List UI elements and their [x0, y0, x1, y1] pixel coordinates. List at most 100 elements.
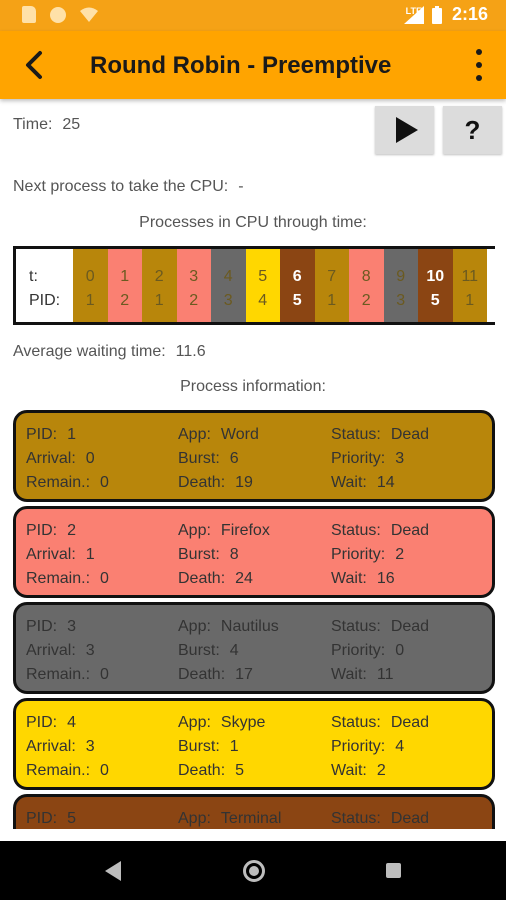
- timeline-cell-pid: 1: [327, 292, 337, 309]
- process-pid-value: 4: [67, 714, 77, 731]
- process-status-value: Dead: [390, 618, 430, 635]
- process-burst-value: 6: [229, 450, 239, 467]
- wifi-icon: [80, 7, 98, 22]
- process-pid-label: PID:: [26, 522, 58, 539]
- process-burst-label: Burst:: [178, 450, 220, 467]
- process-priority-label: Priority:: [331, 546, 386, 563]
- process-app: App:Nautilus: [178, 618, 279, 636]
- process-status: Status:Dead: [331, 714, 429, 732]
- timeline-pid-label: PID:: [29, 292, 61, 309]
- process-status-label: Status:: [331, 810, 381, 827]
- time-label: Time:: [13, 116, 53, 133]
- play-icon: [395, 117, 418, 143]
- process-death: Death:24: [178, 570, 253, 588]
- process-pid-value: 1: [67, 426, 77, 443]
- process-info-title: Process information:: [180, 378, 326, 395]
- page-title: Round Robin - Preemptive: [90, 52, 392, 79]
- process-app-value: Terminal: [220, 810, 282, 827]
- process-app-label: App:: [178, 426, 211, 443]
- nav-home-icon[interactable]: [243, 860, 265, 882]
- timeline-cell-pid: 2: [189, 292, 199, 309]
- process-app: App:Word: [178, 426, 259, 444]
- timeline-cell-time: 7: [327, 268, 337, 285]
- process-pid-label: PID:: [26, 426, 58, 443]
- app-bar: Round Robin - Preemptive: [0, 31, 506, 99]
- process-app-label: App:: [178, 810, 211, 827]
- timeline-cell-pid: 1: [154, 292, 164, 309]
- play-button[interactable]: [375, 106, 434, 154]
- timeline-cell-pid: 1: [85, 292, 95, 309]
- process-status-label: Status:: [331, 714, 381, 731]
- process-remain-label: Remain.:: [26, 570, 91, 587]
- process-priority: Priority:4: [331, 738, 404, 756]
- timeline-cell-time: 8: [361, 268, 371, 285]
- process-status: Status:Dead: [331, 810, 429, 828]
- process-arrival-label: Arrival:: [26, 642, 76, 659]
- process-burst: Burst:8: [178, 546, 239, 564]
- nav-back-icon[interactable]: [105, 861, 121, 881]
- process-wait-value: 14: [376, 474, 395, 491]
- timeline-cell-time: 0: [85, 268, 95, 285]
- process-priority-value: 2: [395, 546, 405, 563]
- process-pid: PID:4: [26, 714, 76, 732]
- timeline-cell-time: 4: [223, 268, 233, 285]
- process-arrival-label: Arrival:: [26, 738, 76, 755]
- process-pid-value: 2: [67, 522, 77, 539]
- process-burst: Burst: 6: [178, 450, 239, 468]
- process-priority: Priority: 2: [331, 546, 404, 564]
- next-process-value: -: [238, 178, 244, 195]
- timeline-cell-pid: 2: [120, 292, 130, 309]
- process-wait: Wait:16: [331, 570, 395, 588]
- process-burst-value: 1: [229, 738, 239, 755]
- process-status-value: Dead: [390, 522, 430, 539]
- process-status-label: Status:: [331, 618, 381, 635]
- process-pid: PID: 1: [26, 426, 76, 444]
- process-status-value: Dead: [390, 426, 430, 443]
- timeline-cell-pid: 4: [258, 292, 268, 309]
- process-remain: Remain.:0: [26, 762, 109, 780]
- overflow-menu-icon[interactable]: [472, 49, 486, 81]
- process-app: App: Terminal: [178, 810, 281, 828]
- help-button[interactable]: ?: [443, 106, 502, 154]
- timeline-cell-pid: 5: [430, 292, 440, 309]
- process-priority: Priority:3: [331, 450, 404, 468]
- process-remain-value: 0: [100, 762, 109, 779]
- timeline-cell-pid: 3: [223, 292, 233, 309]
- timeline-cell-time: 2: [154, 268, 164, 285]
- process-arrival-label: Arrival:: [26, 450, 76, 467]
- process-burst-value: 4: [229, 642, 239, 659]
- timeline-cell-pid: 1: [465, 292, 475, 309]
- process-pid-value: 5: [67, 810, 77, 827]
- timeline-header: t: PID:: [16, 249, 73, 322]
- process-arrival-value: 3: [85, 642, 95, 659]
- timeline-cell-time: 11: [461, 268, 479, 285]
- timeline-cell-time: 1: [120, 268, 130, 285]
- average-waiting-time: Average waiting time:11.6: [13, 343, 206, 361]
- arrow-back-icon[interactable]: [18, 49, 50, 81]
- process-priority-label: Priority:: [331, 642, 386, 659]
- process-status-label: Status:: [331, 426, 381, 443]
- nav-recents-icon[interactable]: [386, 863, 401, 878]
- process-wait: Wait:2: [331, 762, 386, 780]
- process-priority-value: 3: [395, 450, 405, 467]
- cpu-timeline-title: Processes in CPU through time:: [139, 214, 367, 231]
- process-arrival-value: 3: [85, 738, 95, 755]
- signal-icon: [403, 5, 424, 24]
- process-remain: Remain.:0: [26, 570, 109, 588]
- process-pid: PID: 2: [26, 522, 76, 540]
